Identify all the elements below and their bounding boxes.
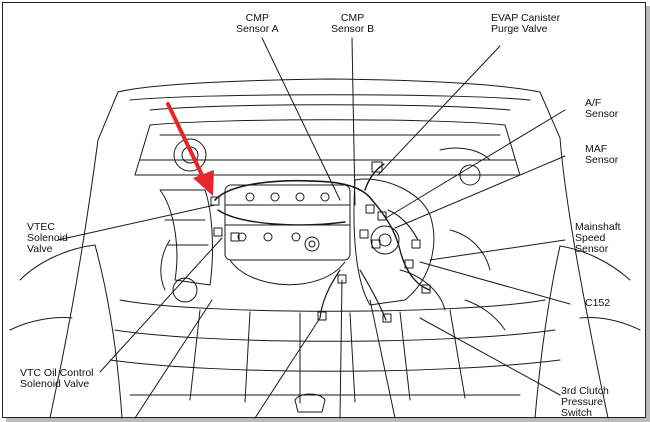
hood-left-edge	[49, 91, 119, 419]
firewall	[134, 119, 521, 176]
leader-cmp-b	[351, 37, 356, 206]
leader-bottom-3	[339, 279, 343, 419]
left-fender	[19, 244, 123, 419]
radiator-support	[119, 299, 546, 312]
frame-shadow-right	[646, 6, 650, 422]
label-c152: C152	[585, 297, 611, 309]
leader-vtc	[99, 237, 223, 373]
hood-outline	[117, 78, 609, 419]
leader-evap	[377, 45, 501, 176]
leader-maf	[394, 155, 566, 229]
transmission	[353, 178, 435, 306]
leader-bottom-2	[254, 317, 321, 419]
engine-block	[224, 184, 351, 261]
leader-af	[385, 109, 566, 219]
leader-bottom-4	[369, 299, 396, 419]
leader-bottom-1	[134, 299, 213, 419]
frame-shadow-bottom	[6, 418, 650, 422]
leader-c152	[419, 261, 571, 305]
emblem	[294, 393, 326, 413]
leader-clutch	[419, 317, 561, 396]
leader-mainshaft	[429, 239, 566, 261]
leader-vtec	[57, 204, 216, 241]
intake-manifold	[159, 189, 213, 286]
diagram-frame	[2, 2, 646, 418]
leader-cmp-a	[261, 37, 341, 201]
wire-harness	[214, 179, 373, 201]
hood-inner-top	[129, 94, 531, 101]
red-arrow-icon	[166, 102, 214, 196]
right-fender	[534, 245, 631, 419]
